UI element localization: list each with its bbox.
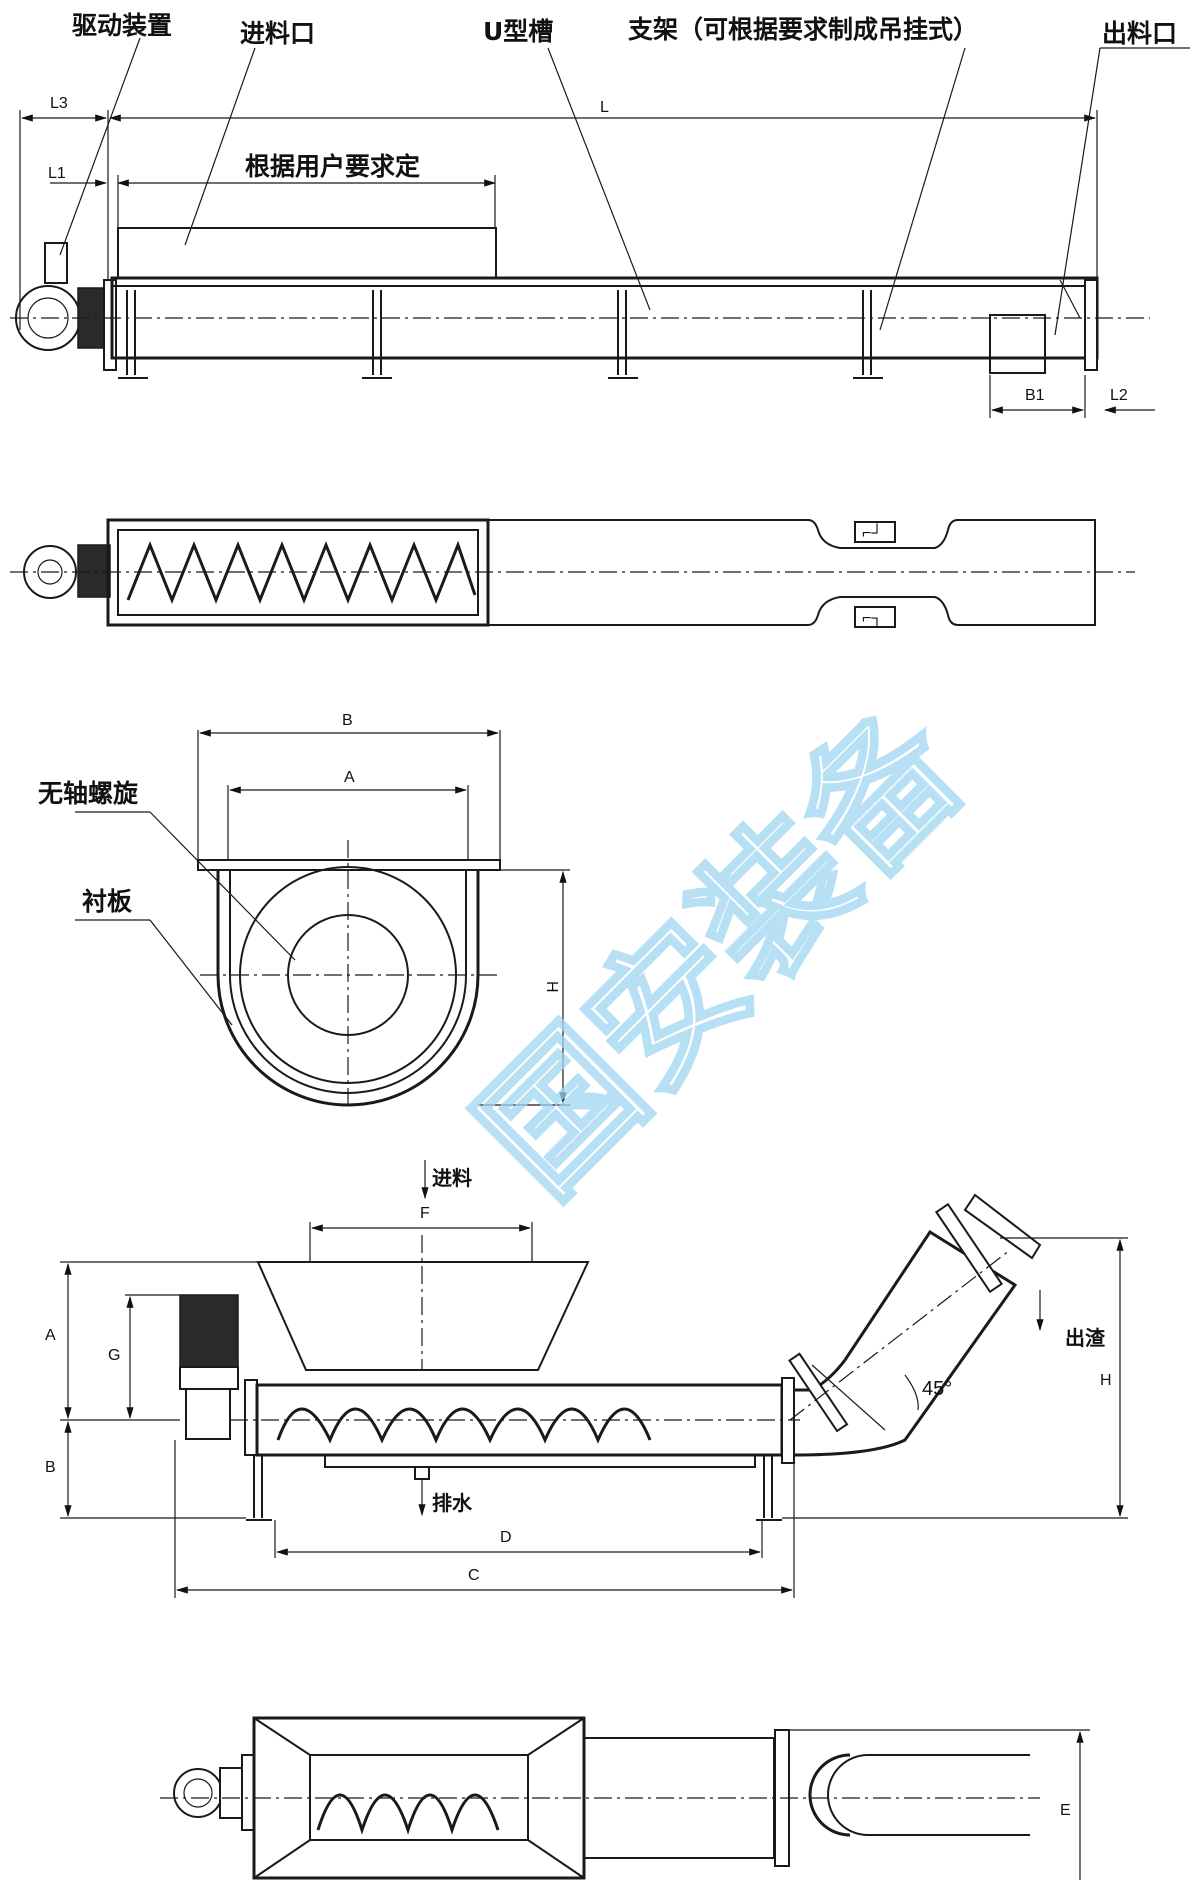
- support-label: 支架（可根据要求制成吊挂式）: [628, 15, 978, 44]
- dim-H-elev: H: [1100, 1372, 1112, 1389]
- user-spec-label: 根据用户要求定: [245, 152, 420, 181]
- dim-A-section: A: [344, 769, 355, 786]
- trough-label: U型槽: [483, 17, 553, 46]
- svg-text:⌐┘: ⌐┘: [862, 523, 883, 542]
- svg-text:⌐┐: ⌐┐: [862, 610, 883, 629]
- dim-B1: B1: [1025, 387, 1045, 404]
- inlet-label: 进料口: [240, 19, 315, 48]
- shaftless-spiral-label: 无轴螺旋: [38, 779, 139, 808]
- dim-B-section: B: [342, 712, 353, 729]
- drive-unit: [15, 242, 117, 371]
- angle-45: 45°: [922, 1378, 952, 1400]
- dim-G: G: [108, 1347, 120, 1364]
- slag-out-label: 出渣: [1065, 1326, 1106, 1350]
- dim-L2: L2: [1110, 387, 1128, 404]
- drive-label: 驱动装置: [72, 11, 172, 40]
- drain-label: 排水: [432, 1491, 473, 1515]
- supports: [118, 290, 883, 379]
- dim-A-elev: A: [45, 1327, 56, 1344]
- dim-E: E: [1060, 1802, 1071, 1819]
- outlet-elevation-view: 进料 F 排水 45° 出渣: [45, 1160, 1128, 1598]
- outlet-plan-view: E: [160, 1716, 1090, 1880]
- outlet-label: 出料口: [1102, 19, 1177, 48]
- side-elevation-view: 驱动装置 进料口 U型槽 支架（可根据要求制成吊挂式） 出料口 根据用户要求定 …: [10, 11, 1190, 418]
- dim-L1: L1: [48, 165, 66, 182]
- dim-H-section: H: [543, 981, 560, 993]
- liner-label: 衬板: [82, 887, 132, 916]
- dim-L3: L3: [50, 95, 68, 112]
- dim-D: D: [500, 1529, 512, 1546]
- watermark: 国安装备: [448, 679, 997, 1228]
- feed-label: 进料: [432, 1166, 472, 1190]
- cross-section-view: B A H 无轴螺旋 衬板: [38, 712, 570, 1110]
- dim-B-elev: B: [45, 1459, 56, 1476]
- dim-L: L: [600, 99, 609, 116]
- plan-view: ⌐┘ ⌐┐: [10, 518, 1135, 629]
- dim-C: C: [468, 1567, 480, 1584]
- dim-F: F: [420, 1205, 430, 1222]
